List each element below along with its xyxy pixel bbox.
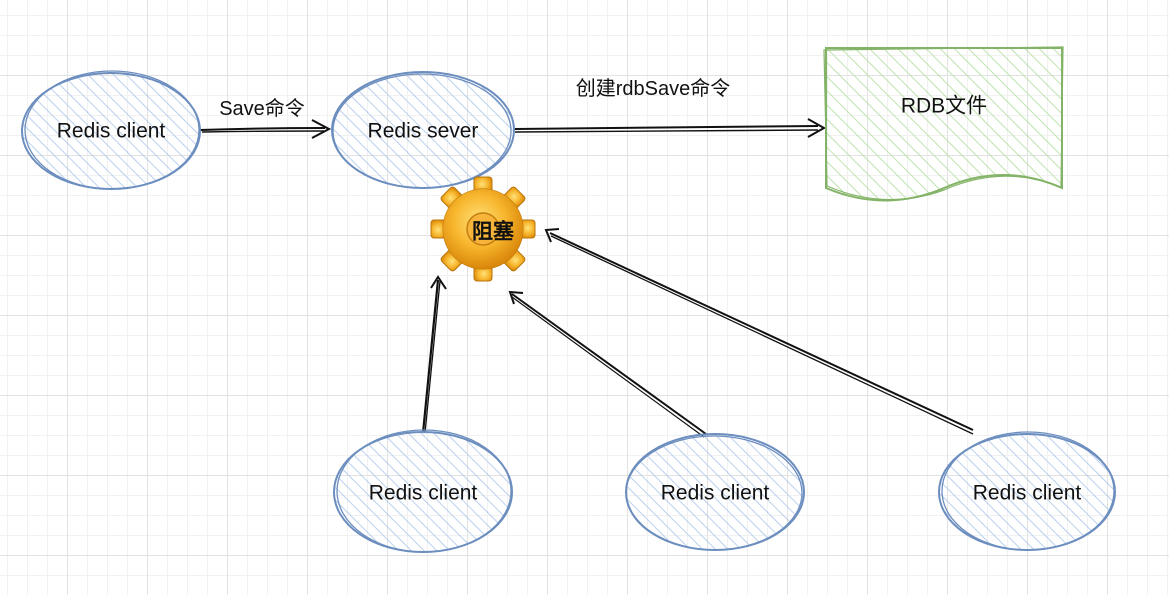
- node-rdb-file-label: RDB文件: [900, 94, 988, 118]
- gear-label: 阻塞: [472, 220, 514, 244]
- node-client-3[interactable]: [938, 431, 1116, 551]
- edge-save: [199, 119, 332, 139]
- node-client-3-label: Redis client: [972, 481, 1082, 505]
- node-client-1[interactable]: [333, 429, 513, 553]
- edge-rdbsave: [514, 118, 827, 138]
- node-client-main[interactable]: [21, 70, 201, 190]
- edge-save-label: Save命令: [219, 98, 305, 120]
- node-server-label: Redis sever: [367, 119, 479, 143]
- edge-block-3: [544, 228, 974, 435]
- node-client-2-label: Redis client: [660, 481, 770, 505]
- node-client-2[interactable]: [625, 433, 805, 551]
- node-client-main-label: Redis client: [56, 119, 166, 143]
- node-client-1-label: Redis client: [368, 481, 478, 505]
- node-rdb-file[interactable]: [823, 46, 1064, 202]
- edge-rdbsave-label: 创建rdbSave命令: [575, 78, 731, 100]
- edge-block-2: [508, 290, 707, 438]
- gear-icon: [430, 176, 536, 282]
- edge-block-1: [421, 275, 447, 434]
- node-server[interactable]: [331, 71, 515, 189]
